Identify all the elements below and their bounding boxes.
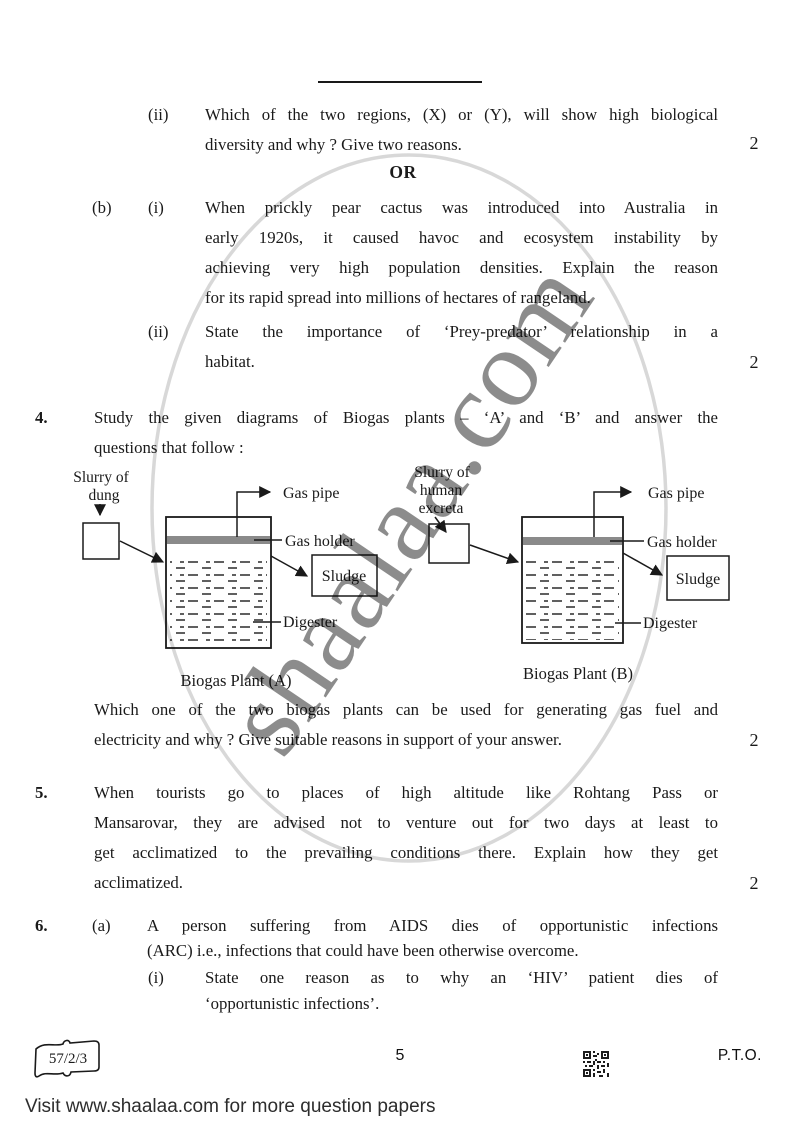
question-4-text: Which one of the two biogas plants can b… [94,695,718,755]
text-line: When tourists go to places of high altit… [94,783,718,802]
question-5-number: 5. [35,783,48,802]
text-line: early 1920s, it caused havoc and ecosyst… [205,228,718,247]
footer-banner: Visit www.shaalaa.com for more question … [25,1096,436,1117]
slurry-dashes-a [170,558,267,644]
digester-label-a: Digester [283,614,338,631]
sludge-arrow-a [270,555,309,577]
marks-badge: 2 [749,352,759,372]
sludge-label-b: Sludge [676,571,720,588]
marks-badge: 2 [749,133,759,153]
flag-outline [34,1039,100,1078]
feed-label-b-line2: human [420,482,462,499]
question-b-i-label: (i) [148,198,164,217]
question-a-ii-text: Which of the two regions, (X) or (Y), wi… [205,100,718,160]
slurry-dashes-b [526,556,619,640]
text-line: State one reason as to why an ‘HIV’ pati… [205,968,718,987]
question-6-a-text: A person suffering from AIDS dies of opp… [147,913,718,963]
question-b-ii-label: (ii) [148,322,169,341]
text-line: ‘opportunistic infections’. [205,994,380,1013]
text-line: habitat. [205,352,255,371]
feed-label-b-line3: excreta [419,500,464,517]
text-line: diversity and why ? Give two reasons. [205,135,462,154]
feed-inlet-box-a [82,522,120,560]
plant-a-caption: Biogas Plant (A) [181,671,292,690]
sludge-label-a: Sludge [322,568,366,585]
text-line: for its rapid spread into millions of he… [205,288,591,307]
text-line: When prickly pear cactus was introduced … [205,198,718,217]
text-line: get acclimatized to the prevailing condi… [94,843,718,862]
biogas-plant-a-diagram: Slurry of dung Gas pipe Gas holder Sludg… [73,469,378,690]
paper-code-flag: 57/2/3 [34,1039,100,1078]
feed-label-a-line1: Slurry of [73,469,129,486]
text-line: Study the given diagrams of Biogas plant… [94,408,718,427]
question-6-a-label: (a) [92,916,111,935]
question-b-ii-text: State the importance of ‘Prey-predator’ … [205,317,718,377]
text-line: acclimatized. [94,873,183,892]
question-b-label: (b) [92,198,112,217]
feed-inlet-box-b [428,523,470,564]
biogas-plants-diagram: Slurry of dung Gas pipe Gas holder Sludg… [73,464,730,690]
question-4-number: 4. [35,408,48,427]
gas-pipe-label-b: Gas pipe [648,485,704,502]
paper-code: 57/2/3 [49,1051,87,1067]
sludge-arrow-b [622,552,664,576]
question-4-intro: Study the given diagrams of Biogas plant… [94,403,718,463]
section-divider-line [318,81,482,83]
marks-badge: 2 [749,730,759,750]
feed-to-tank-arrow-b [469,544,520,565]
gas-pipe-label-a: Gas pipe [283,485,339,502]
text-line: Mansarovar, they are advised not to vent… [94,813,718,832]
text-line: Which of the two regions, (X) or (Y), wi… [205,105,718,124]
feed-to-tank-arrow-a [119,540,165,563]
feed-label-a-line2: dung [89,487,120,504]
text-line: electricity and why ? Give suitable reas… [94,730,562,749]
pto-label: P.T.O. [717,1047,762,1064]
gas-holder-label-b: Gas holder [647,534,717,551]
question-6-a-i-label: (i) [148,968,164,987]
question-a-ii-label: (ii) [148,105,169,124]
or-separator: OR [389,162,417,182]
marks-badge: 2 [749,873,759,893]
text-line: A person suffering from AIDS dies of opp… [147,916,718,935]
qr-code-icon [583,1051,609,1077]
question-b-i-text: When prickly pear cactus was introduced … [205,193,718,313]
digester-label-b: Digester [643,615,698,632]
question-5-text: When tourists go to places of high altit… [94,778,718,898]
question-6-number: 6. [35,916,48,935]
gas-holder-band-b [523,537,622,545]
text-line: Which one of the two biogas plants can b… [94,700,718,719]
text-line: achieving very high population densities… [205,258,718,277]
page-number: 5 [395,1047,405,1064]
biogas-plant-b-diagram: Slurry of human excreta Gas pipe Gas hol… [414,464,730,683]
feed-label-b-line1: Slurry of [414,464,470,481]
text-line: (ARC) i.e., infections that could have b… [147,941,579,960]
question-6-a-i-text: State one reason as to why an ‘HIV’ pati… [205,965,718,1017]
sludge-box-b [666,555,730,601]
gas-holder-label-a: Gas holder [285,533,355,550]
plant-b-caption: Biogas Plant (B) [523,664,633,683]
text-line: State the importance of ‘Prey-predator’ … [205,322,718,341]
